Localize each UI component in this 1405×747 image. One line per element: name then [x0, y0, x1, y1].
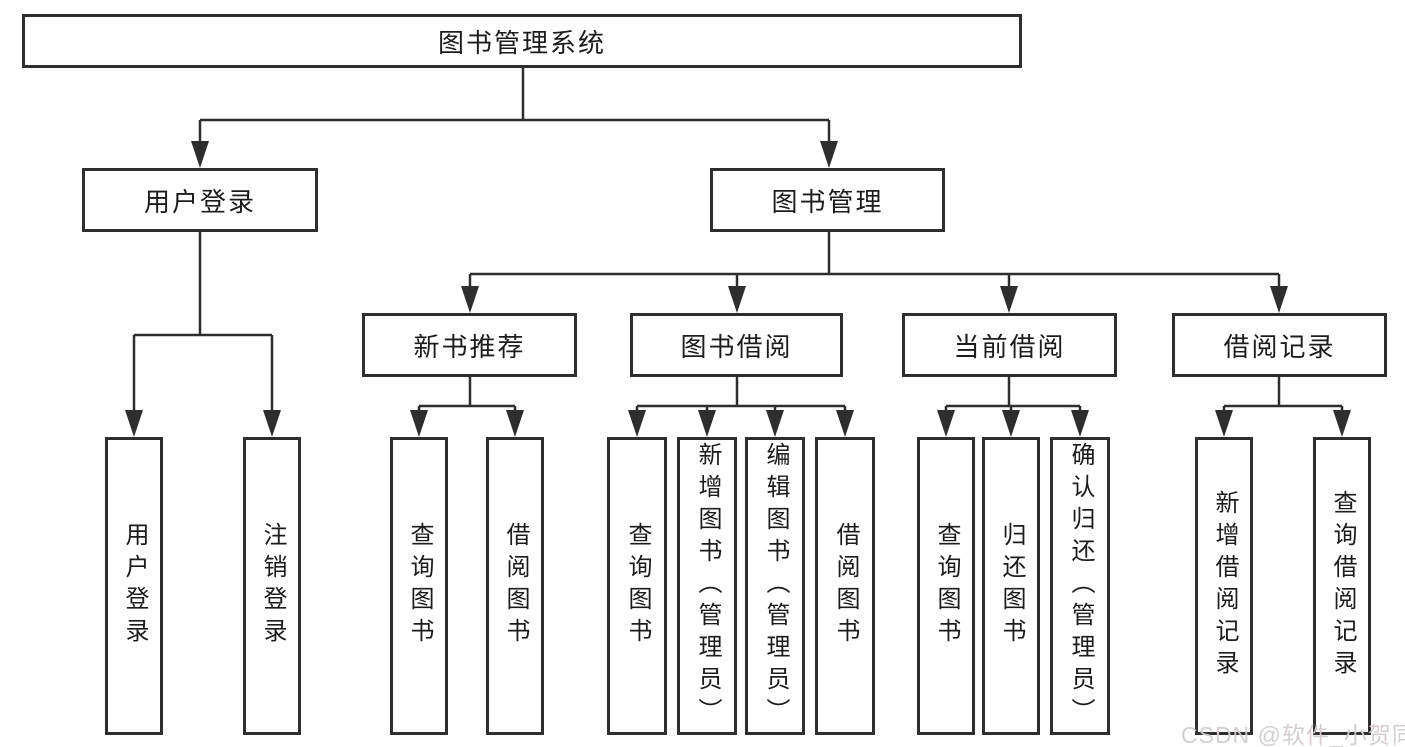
- leaf-query-books-recommend: 查询图书: [390, 437, 448, 735]
- leaf-confirm-return-admin: 确认归还（管理员）: [1050, 437, 1110, 735]
- leaf-label: 编辑图书（管理员）: [762, 442, 789, 730]
- node-new-book-recommend: 新书推荐: [362, 313, 577, 377]
- leaf-label: 确认归还（管理员）: [1067, 442, 1094, 730]
- node-label: 新书推荐: [413, 331, 526, 362]
- leaf-logout: 注销登录: [243, 437, 301, 735]
- node-label: 用户登录: [143, 186, 256, 217]
- leaf-user-login: 用户登录: [105, 437, 163, 735]
- leaf-query-borrow-record: 查询借阅记录: [1313, 437, 1371, 735]
- leaf-label: 查询借阅记录: [1329, 490, 1356, 682]
- node-label: 图书管理系统: [437, 27, 606, 58]
- node-label: 图书管理: [771, 186, 884, 217]
- leaf-label: 借阅图书: [832, 522, 859, 650]
- node-root-system: 图书管理系统: [22, 14, 1022, 68]
- node-current-borrow: 当前借阅: [902, 313, 1117, 377]
- node-borrow-records: 借阅记录: [1172, 313, 1387, 377]
- leaf-label: 查询图书: [624, 522, 651, 650]
- node-label: 借阅记录: [1223, 331, 1336, 362]
- csdn-watermark: CSDN @软件_小贺同学: [1181, 722, 1405, 747]
- leaf-query-books-borrow: 查询图书: [607, 437, 667, 735]
- leaf-label: 查询图书: [933, 522, 960, 650]
- leaf-label: 归还图书: [998, 522, 1025, 650]
- node-book-borrow: 图书借阅: [630, 313, 843, 377]
- node-book-management-branch: 图书管理: [710, 168, 945, 232]
- leaf-label: 用户登录: [121, 522, 148, 650]
- leaf-borrow-books-recommend: 借阅图书: [486, 437, 544, 735]
- leaf-label: 注销登录: [259, 522, 286, 650]
- node-label: 图书借阅: [680, 331, 793, 362]
- leaf-query-books-current: 查询图书: [917, 437, 975, 735]
- node-user-login-branch: 用户登录: [82, 168, 318, 232]
- leaf-edit-books-admin: 编辑图书（管理员）: [745, 437, 805, 735]
- leaf-return-books: 归还图书: [982, 437, 1040, 735]
- leaf-label: 查询图书: [406, 522, 433, 650]
- leaf-label: 新增图书（管理员）: [694, 442, 721, 730]
- leaf-add-borrow-record: 新增借阅记录: [1195, 437, 1253, 735]
- leaf-add-books-admin: 新增图书（管理员）: [677, 437, 737, 735]
- leaf-borrow-books: 借阅图书: [815, 437, 875, 735]
- arrowhead-icons: [125, 141, 1351, 437]
- node-label: 当前借阅: [953, 331, 1066, 362]
- leaf-label: 新增借阅记录: [1211, 490, 1238, 682]
- leaf-label: 借阅图书: [502, 522, 529, 650]
